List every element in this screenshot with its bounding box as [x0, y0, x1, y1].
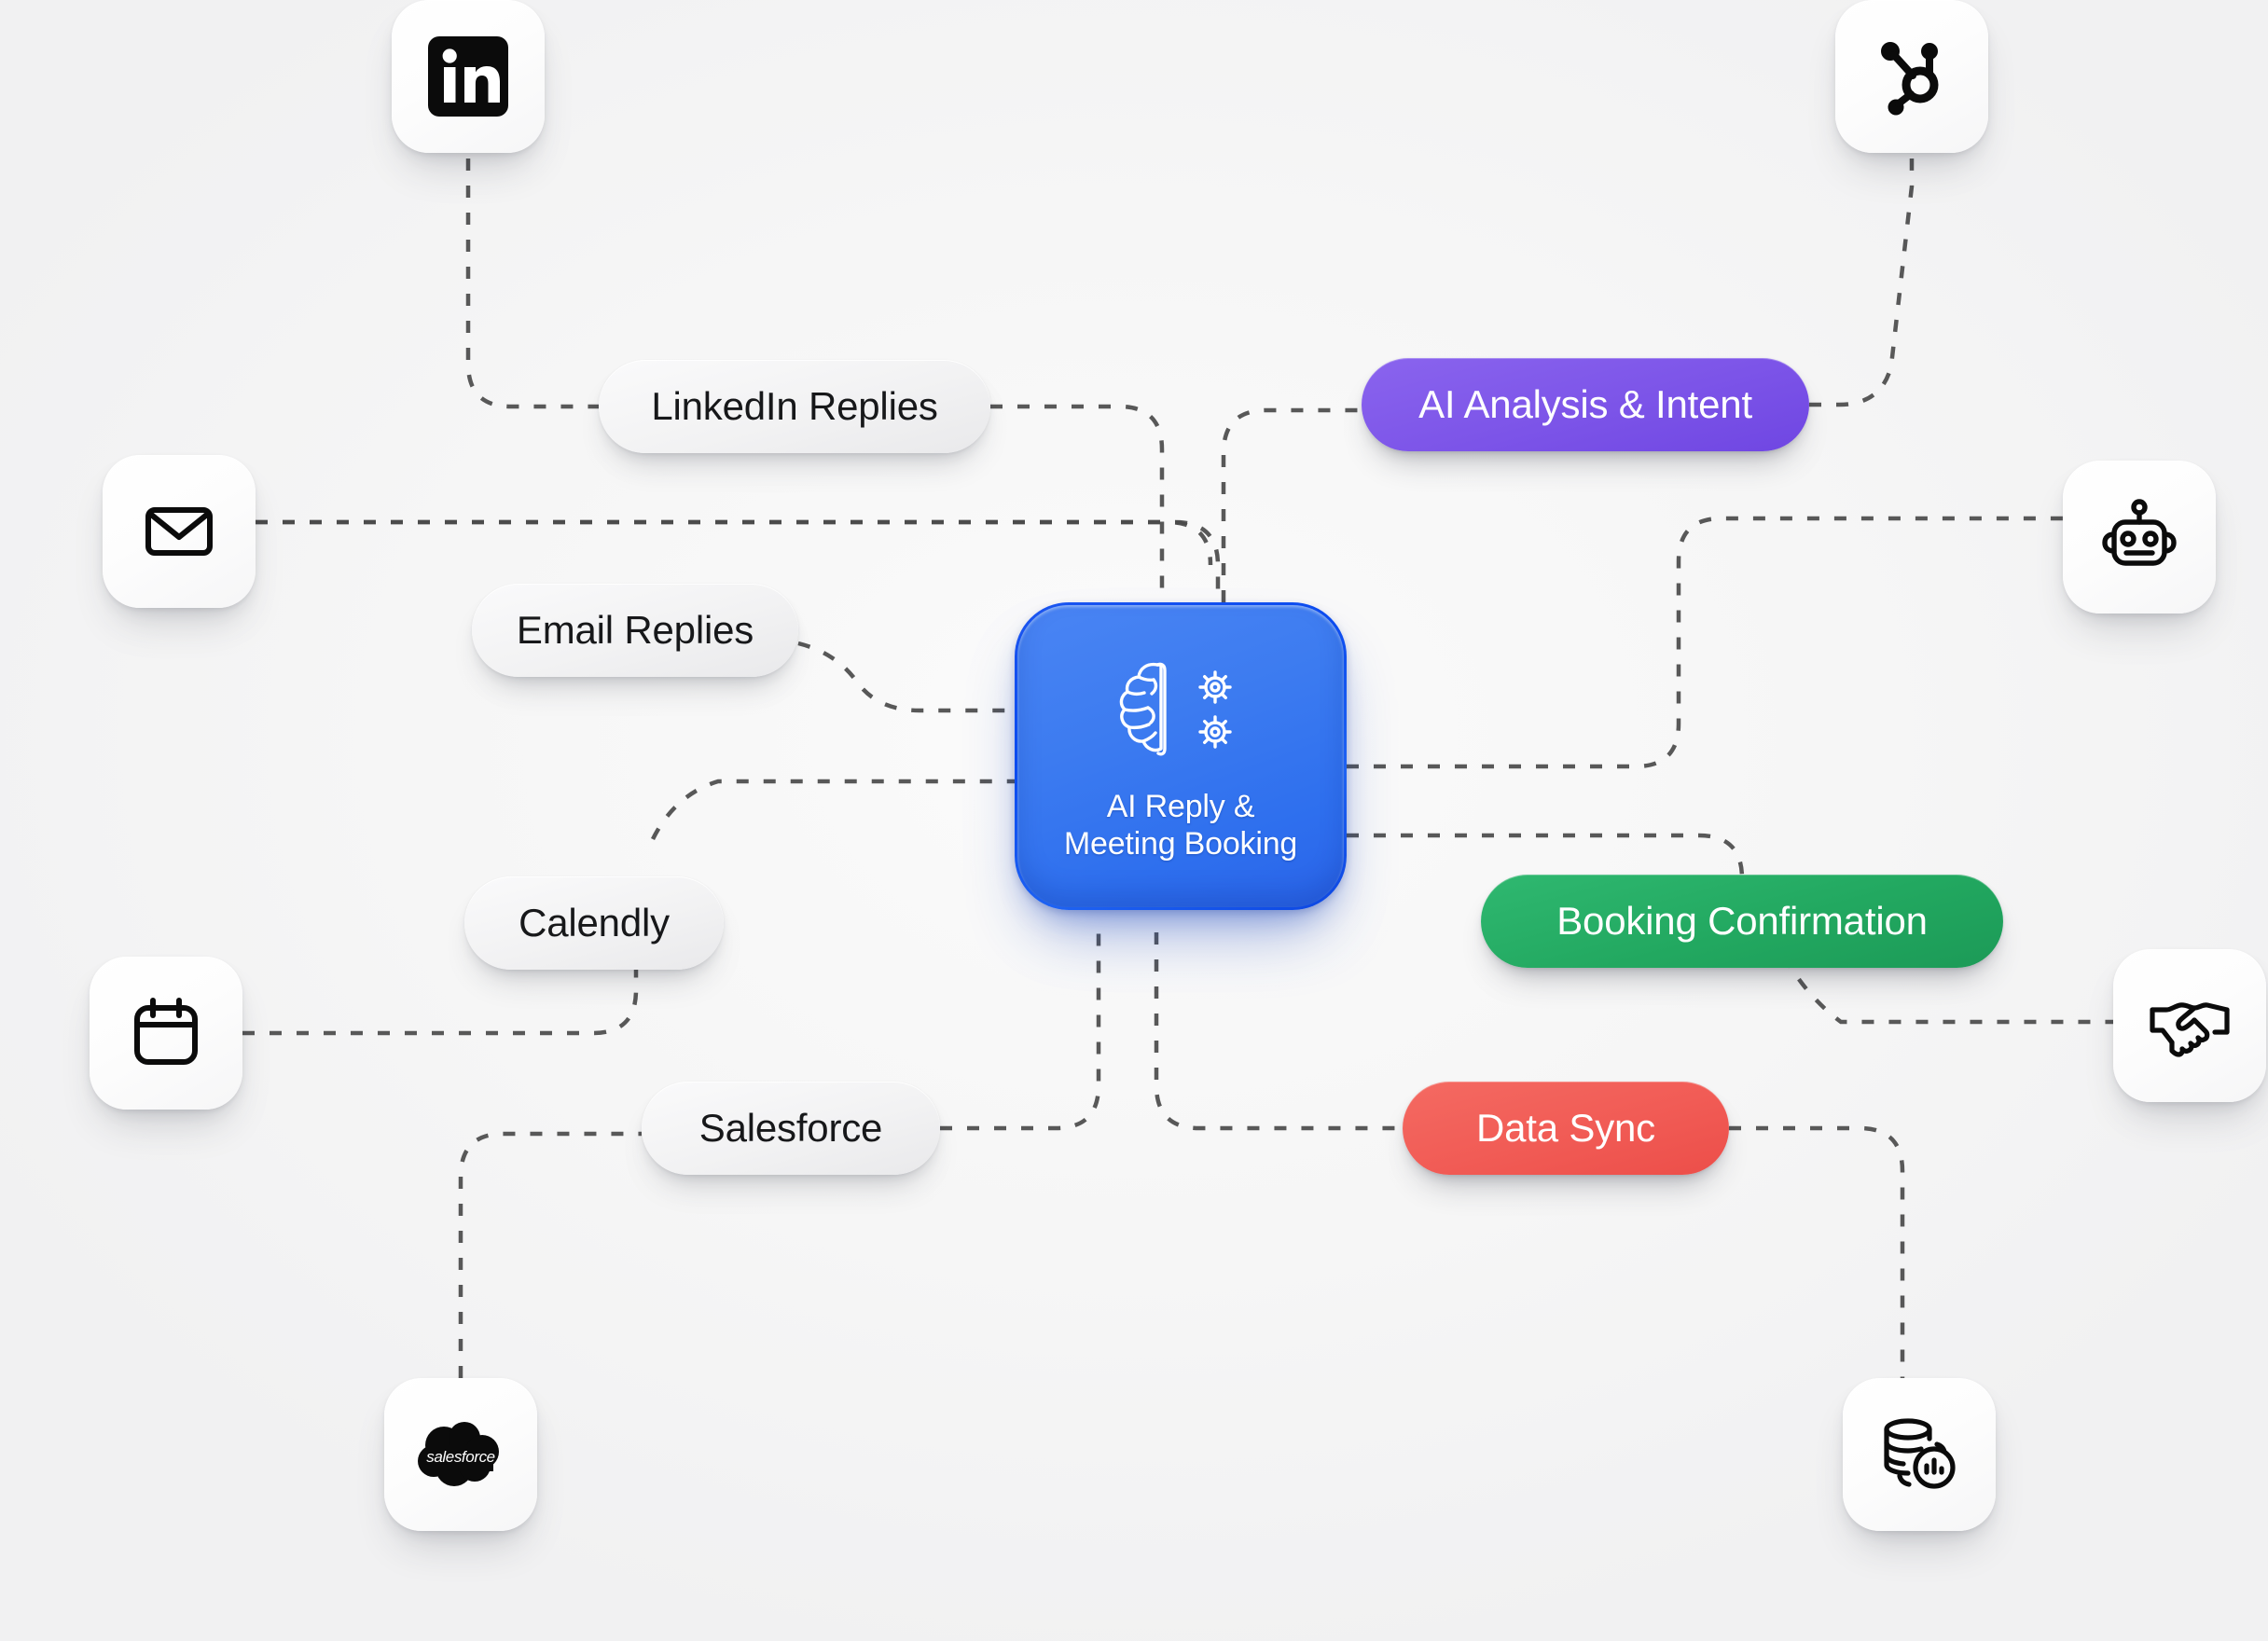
tile-database[interactable] — [1843, 1378, 1996, 1531]
pill-email-replies[interactable]: Email Replies — [472, 584, 798, 677]
connector-email-replies-to-hub — [797, 641, 1015, 713]
pill-salesforce[interactable]: Salesforce — [642, 1082, 940, 1175]
pill-booking-confirmation-label: Booking Confirmation — [1556, 899, 1928, 943]
calendar-icon — [130, 997, 202, 1069]
tile-calendar[interactable] — [90, 957, 242, 1110]
center-node-label-line1: AI Reply & — [1106, 789, 1255, 825]
pill-ai-analysis-intent-label: AI Analysis & Intent — [1418, 382, 1752, 426]
pill-linkedin-replies-label: LinkedIn Replies — [651, 384, 938, 428]
tile-salesforce[interactable]: salesforce — [384, 1378, 537, 1531]
pill-calendly-label: Calendly — [519, 901, 670, 945]
connector-calendar-to-calendly — [242, 970, 639, 1036]
center-node-ai-reply-meeting-booking[interactable]: AI Reply & Meeting Booking — [1015, 602, 1347, 910]
tile-hubspot[interactable] — [1835, 0, 1988, 153]
connector-datasync-to-database — [1729, 1125, 1905, 1378]
tile-linkedin[interactable] — [392, 0, 545, 153]
connector-linkedin-replies-to-hub — [990, 404, 1165, 602]
center-node-label: AI Reply & Meeting Booking — [1064, 789, 1297, 862]
svg-text:salesforce: salesforce — [426, 1448, 494, 1466]
tile-email[interactable] — [103, 455, 256, 608]
handshake-icon — [2150, 993, 2230, 1058]
pill-data-sync-label: Data Sync — [1476, 1106, 1655, 1150]
connector-hub-to-data-sync — [1154, 932, 1403, 1131]
pill-calendly[interactable]: Calendly — [464, 876, 724, 970]
hubspot-icon — [1872, 36, 1952, 117]
pill-data-sync[interactable]: Data Sync — [1403, 1082, 1729, 1175]
connector-linkedin-to-linkedin-replies — [465, 159, 599, 409]
pill-ai-analysis-intent[interactable]: AI Analysis & Intent — [1362, 358, 1809, 451]
salesforce-icon: salesforce — [415, 1421, 506, 1488]
linkedin-icon — [428, 36, 508, 117]
connector-calendly-to-hub — [650, 779, 1015, 841]
tile-handshake[interactable] — [2113, 949, 2266, 1102]
brain-gears-icon — [1111, 659, 1251, 765]
connector-hub-to-ai-analysis — [1221, 407, 1362, 602]
pill-salesforce-label: Salesforce — [698, 1106, 883, 1150]
tile-robot[interactable] — [2063, 461, 2216, 614]
envelope-icon — [144, 496, 214, 567]
robot-icon — [2101, 499, 2178, 575]
database-chart-icon — [1879, 1416, 1959, 1493]
connector-salesforce-label-to-hub — [940, 932, 1101, 1131]
connector-ai-analysis-to-hubspot — [1809, 159, 1915, 407]
pill-linkedin-replies[interactable]: LinkedIn Replies — [599, 360, 990, 453]
center-node-label-line2: Meeting Booking — [1063, 825, 1298, 862]
pill-email-replies-label: Email Replies — [516, 608, 754, 652]
connector-email-to-pillrow — [256, 519, 1213, 566]
connector-salesforce-to-salesforce-label — [458, 1131, 642, 1378]
pill-booking-confirmation[interactable]: Booking Confirmation — [1481, 875, 2003, 968]
